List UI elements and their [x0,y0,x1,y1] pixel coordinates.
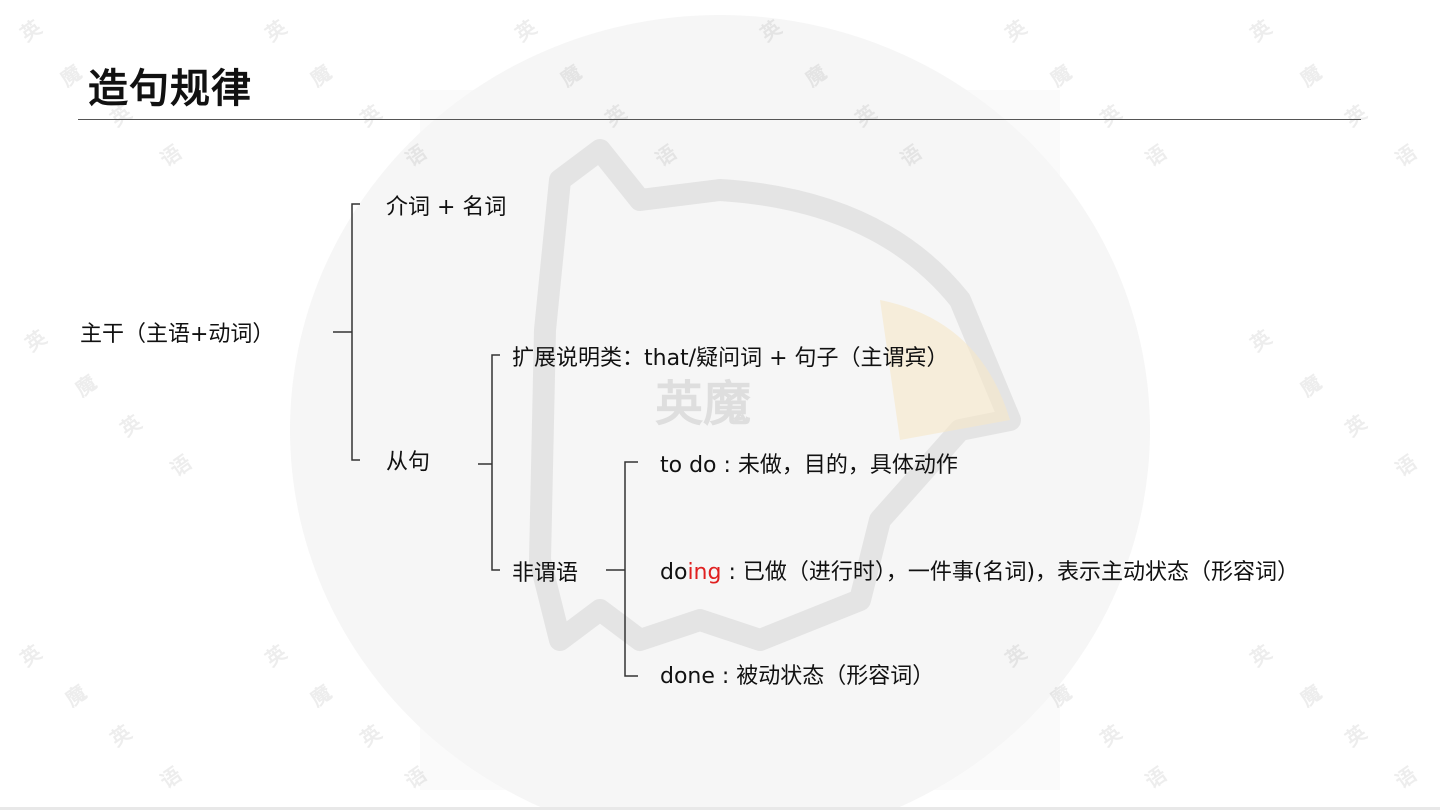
watermark: 英 [510,15,541,47]
doing-highlight: ing [687,560,722,585]
watermark: 英 [260,640,291,672]
node-done: done : 被动状态（形容词） [660,664,935,689]
doing-prefix: do [660,560,688,585]
watermark: 英 [260,15,291,47]
watermark: 英 [1245,325,1276,357]
watermark: 魔 [1295,60,1326,92]
watermark: 英 [1340,410,1371,442]
watermark: 英 [1340,100,1371,132]
bracket-root [351,203,360,461]
watermark: 魔 [70,370,101,402]
bracket-clause [491,354,500,571]
watermark: 英 [1000,15,1031,47]
doing-description: : 已做（进行时），一件事(名词)，表示主动状态（形容词） [721,560,1300,585]
watermark: 语 [895,140,926,172]
bottom-bar [0,807,1440,810]
watermark: 魔 [55,60,86,92]
logo-circle [290,15,1150,810]
watermark: 英 [1095,720,1126,752]
title-divider [78,119,1361,120]
watermark: 魔 [1295,370,1326,402]
watermark: 英 [755,15,786,47]
watermark: 语 [1140,140,1171,172]
watermark: 魔 [1045,60,1076,92]
watermark: 魔 [1045,680,1076,712]
watermark: 英 [355,100,386,132]
watermark: 魔 [60,680,91,712]
watermark: 英 [1000,640,1031,672]
node-prep-noun: 介词 + 名词 [386,195,507,220]
node-doing: doing : 已做（进行时），一件事(名词)，表示主动状态（形容词） [660,554,1299,586]
watermark: 英 [15,15,46,47]
watermark: 英 [20,325,51,357]
watermark: 魔 [1295,680,1326,712]
watermark: 英 [850,100,881,132]
node-to-do: to do : 未做，目的，具体动作 [660,453,958,478]
watermark: 英 [15,640,46,672]
watermark: 语 [1140,762,1171,794]
watermark: 英 [105,720,136,752]
watermark: 英 [1245,15,1276,47]
watermark: 语 [1390,450,1421,482]
watermark: 语 [650,140,681,172]
watermark: 魔 [555,60,586,92]
watermark: 语 [155,140,186,172]
node-subordinate-clause: 从句 [386,450,431,475]
watermark: 英 [1340,720,1371,752]
page-title: 造句规律 [88,66,252,112]
node-explanatory: 扩展说明类：that/疑问词 + 句子（主谓宾） [512,346,949,371]
node-main-clause: 主干（主语+动词） [80,322,275,347]
watermark: 魔 [305,680,336,712]
watermark: 语 [1390,762,1421,794]
watermark: 语 [400,140,431,172]
watermark: 魔 [305,60,336,92]
watermark: 英 [1095,100,1126,132]
logo-text: 英魔 [655,376,751,432]
watermark: 语 [1390,140,1421,172]
watermark: 魔 [800,60,831,92]
bracket-nonfinite [624,461,638,677]
watermark: 英 [115,410,146,442]
watermark: 英 [1245,640,1276,672]
watermark: 英 [600,100,631,132]
watermark: 英 [355,720,386,752]
node-nonfinite: 非谓语 [512,561,579,586]
watermark: 语 [165,450,196,482]
watermark: 语 [155,762,186,794]
watermark: 语 [400,762,431,794]
